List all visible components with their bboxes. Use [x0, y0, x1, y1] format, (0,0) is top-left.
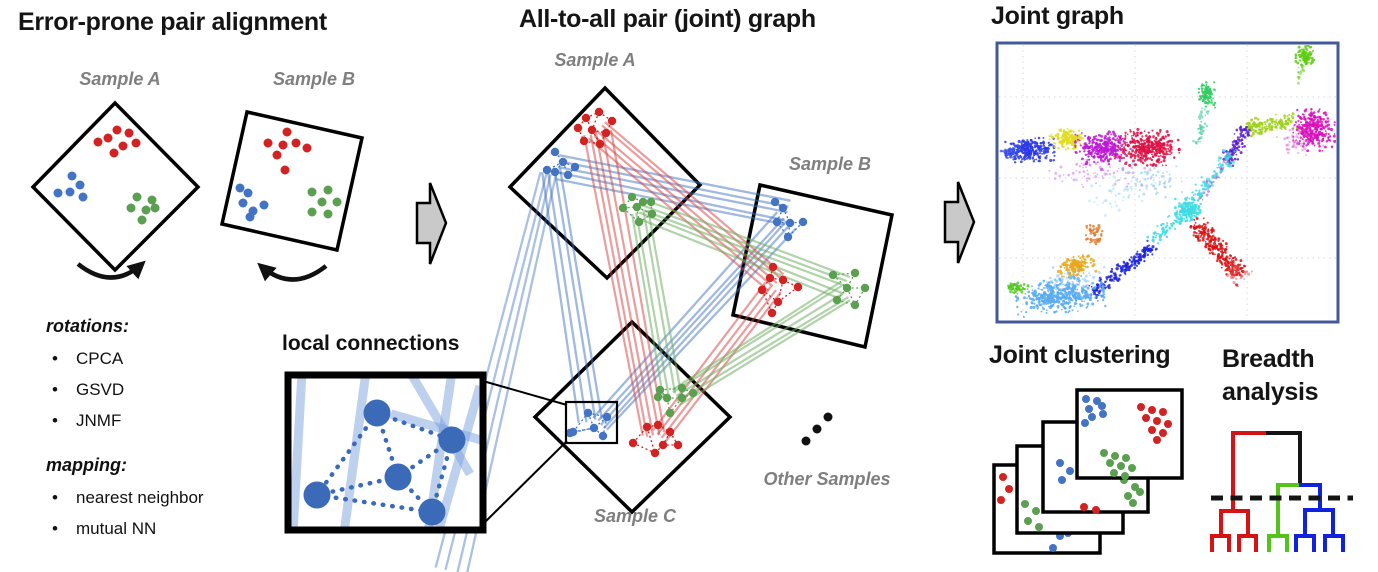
blob-magenta — [1292, 107, 1336, 152]
inset-nodes — [303, 399, 466, 526]
rotations-item-gsvd: GSVD — [46, 374, 129, 405]
flow-arrow-2 — [943, 181, 976, 264]
rotate-arrow-left — [76, 260, 146, 280]
blob-springgreen-tail — [1192, 107, 1210, 145]
blob-cyan-up — [1184, 148, 1236, 206]
other-samples-label: Other Samples — [763, 469, 891, 489]
middle-panel-title: All-to-all pair (joint) graph — [519, 5, 816, 33]
left-panel-title: Error-prone pair alignment — [18, 8, 327, 36]
breadth-line2: analysis — [1222, 378, 1319, 406]
dendrogram-black — [1266, 431, 1302, 487]
blob-sky-halo — [1042, 265, 1106, 297]
rotations-item-cpca: CPCA — [46, 343, 129, 374]
blob-lightblue-sparse1 — [1121, 161, 1183, 199]
sample-a-mid-red-cluster — [573, 107, 617, 149]
mapping-list: nearest neighbor mutual NN — [46, 482, 204, 544]
sample-b-mid-blue-cluster — [770, 197, 808, 242]
rotations-list: CPCA GSVD JNMF — [46, 343, 129, 436]
blob-indigo-streak — [1222, 125, 1251, 168]
sample-a-mid-blue-cluster — [542, 147, 580, 180]
blob-orange-sparse — [1085, 224, 1104, 246]
sample-b-left-blue-cluster — [235, 183, 269, 222]
cluster-square-2-red — [1080, 503, 1100, 514]
edges-red-a-c — [583, 129, 666, 437]
rotate-arrow-right — [257, 262, 328, 282]
dendrogram-green — [1267, 483, 1301, 552]
mapping-item-mutual-nn: mutual NN — [46, 513, 204, 544]
blob-green-left — [1007, 281, 1030, 295]
edges-red-a-b — [588, 121, 785, 292]
other-samples-ellipsis — [801, 412, 833, 446]
blob-green-topright-tail — [1296, 64, 1306, 85]
sample-a-left-green-cluster — [126, 192, 160, 225]
joint-graph-box — [995, 41, 1340, 324]
flow-arrow-1 — [415, 182, 448, 265]
sample-b-mid-green-cluster — [828, 268, 870, 310]
sample-b-label-mid: Sample B — [788, 154, 872, 174]
sample-a-left-blue-cluster — [53, 171, 88, 202]
rotations-block: rotations: CPCA GSVD JNMF — [46, 316, 129, 436]
cluster-square-front-red — [1137, 403, 1172, 444]
blob-cyan-down — [1146, 211, 1186, 245]
cluster-square-front-blue — [1081, 395, 1107, 427]
local-connections-label: local connections — [282, 332, 460, 355]
rotations-item-jnmf: JNMF — [46, 405, 129, 436]
mapping-item-nearest-neighbor: nearest neighbor — [46, 482, 204, 513]
sample-a-outline-left — [30, 100, 201, 273]
sample-c-label-mid: Sample C — [593, 506, 677, 526]
callout-line-top — [482, 380, 568, 406]
joint-graph-title: Joint graph — [991, 2, 1124, 30]
blob-green-topright — [1294, 45, 1316, 67]
breadth-analysis-title: Breadth analysis — [1222, 343, 1319, 409]
mapping-heading: mapping: — [46, 455, 127, 475]
zoom-rect-sample-c — [564, 400, 619, 445]
sample-c-mid-blue-cluster — [565, 408, 612, 441]
sample-b-outline-left — [219, 109, 365, 253]
blob-lightblue-sparse2 — [1088, 174, 1149, 217]
blob-magenta-halo — [1276, 124, 1325, 156]
blob-blue-tail — [999, 144, 1020, 160]
cluster-square-front-green — [1100, 449, 1136, 480]
mapping-block: mapping: nearest neighbor mutual NN — [46, 455, 204, 544]
blob-crimson — [1113, 127, 1181, 167]
dendrogram-red — [1210, 431, 1268, 552]
cluster-square-back-red — [997, 473, 1013, 504]
sample-c-mid-green-cluster — [653, 383, 698, 418]
blob-red-tail — [1223, 260, 1253, 288]
sample-b-left-red-cluster — [263, 127, 312, 175]
edges-blue-a-c — [541, 167, 603, 424]
sample-c-mid-red-cluster — [628, 420, 683, 458]
sample-a-label-left: Sample A — [79, 69, 161, 89]
sample-a-mid-green-cluster — [618, 192, 657, 227]
breadth-line1: Breadth — [1222, 345, 1315, 373]
sample-c-outline-mid — [532, 319, 733, 515]
edges-green-a-b — [637, 198, 851, 300]
joint-clustering-title: Joint clustering — [989, 341, 1171, 369]
sample-b-label-left: Sample B — [272, 69, 356, 89]
blob-springgreen — [1197, 81, 1217, 109]
edges-green-a-c — [631, 209, 682, 398]
sample-b-left-green-cluster — [307, 185, 342, 219]
sample-a-label-mid: Sample A — [554, 50, 636, 70]
sample-a-left-red-cluster — [93, 125, 141, 158]
rotations-heading: rotations: — [46, 316, 129, 336]
dendrogram-blue — [1294, 483, 1345, 552]
blob-purple-halo — [1048, 156, 1152, 188]
callout-line-bottom — [482, 440, 568, 525]
joint-graph-gridlines — [999, 45, 1336, 320]
cluster-square-3-green — [1021, 500, 1043, 531]
sample-b-mid-red-cluster — [757, 262, 803, 318]
edges-green-b-c — [671, 281, 851, 406]
cluster-square-2-blue — [1056, 459, 1074, 484]
